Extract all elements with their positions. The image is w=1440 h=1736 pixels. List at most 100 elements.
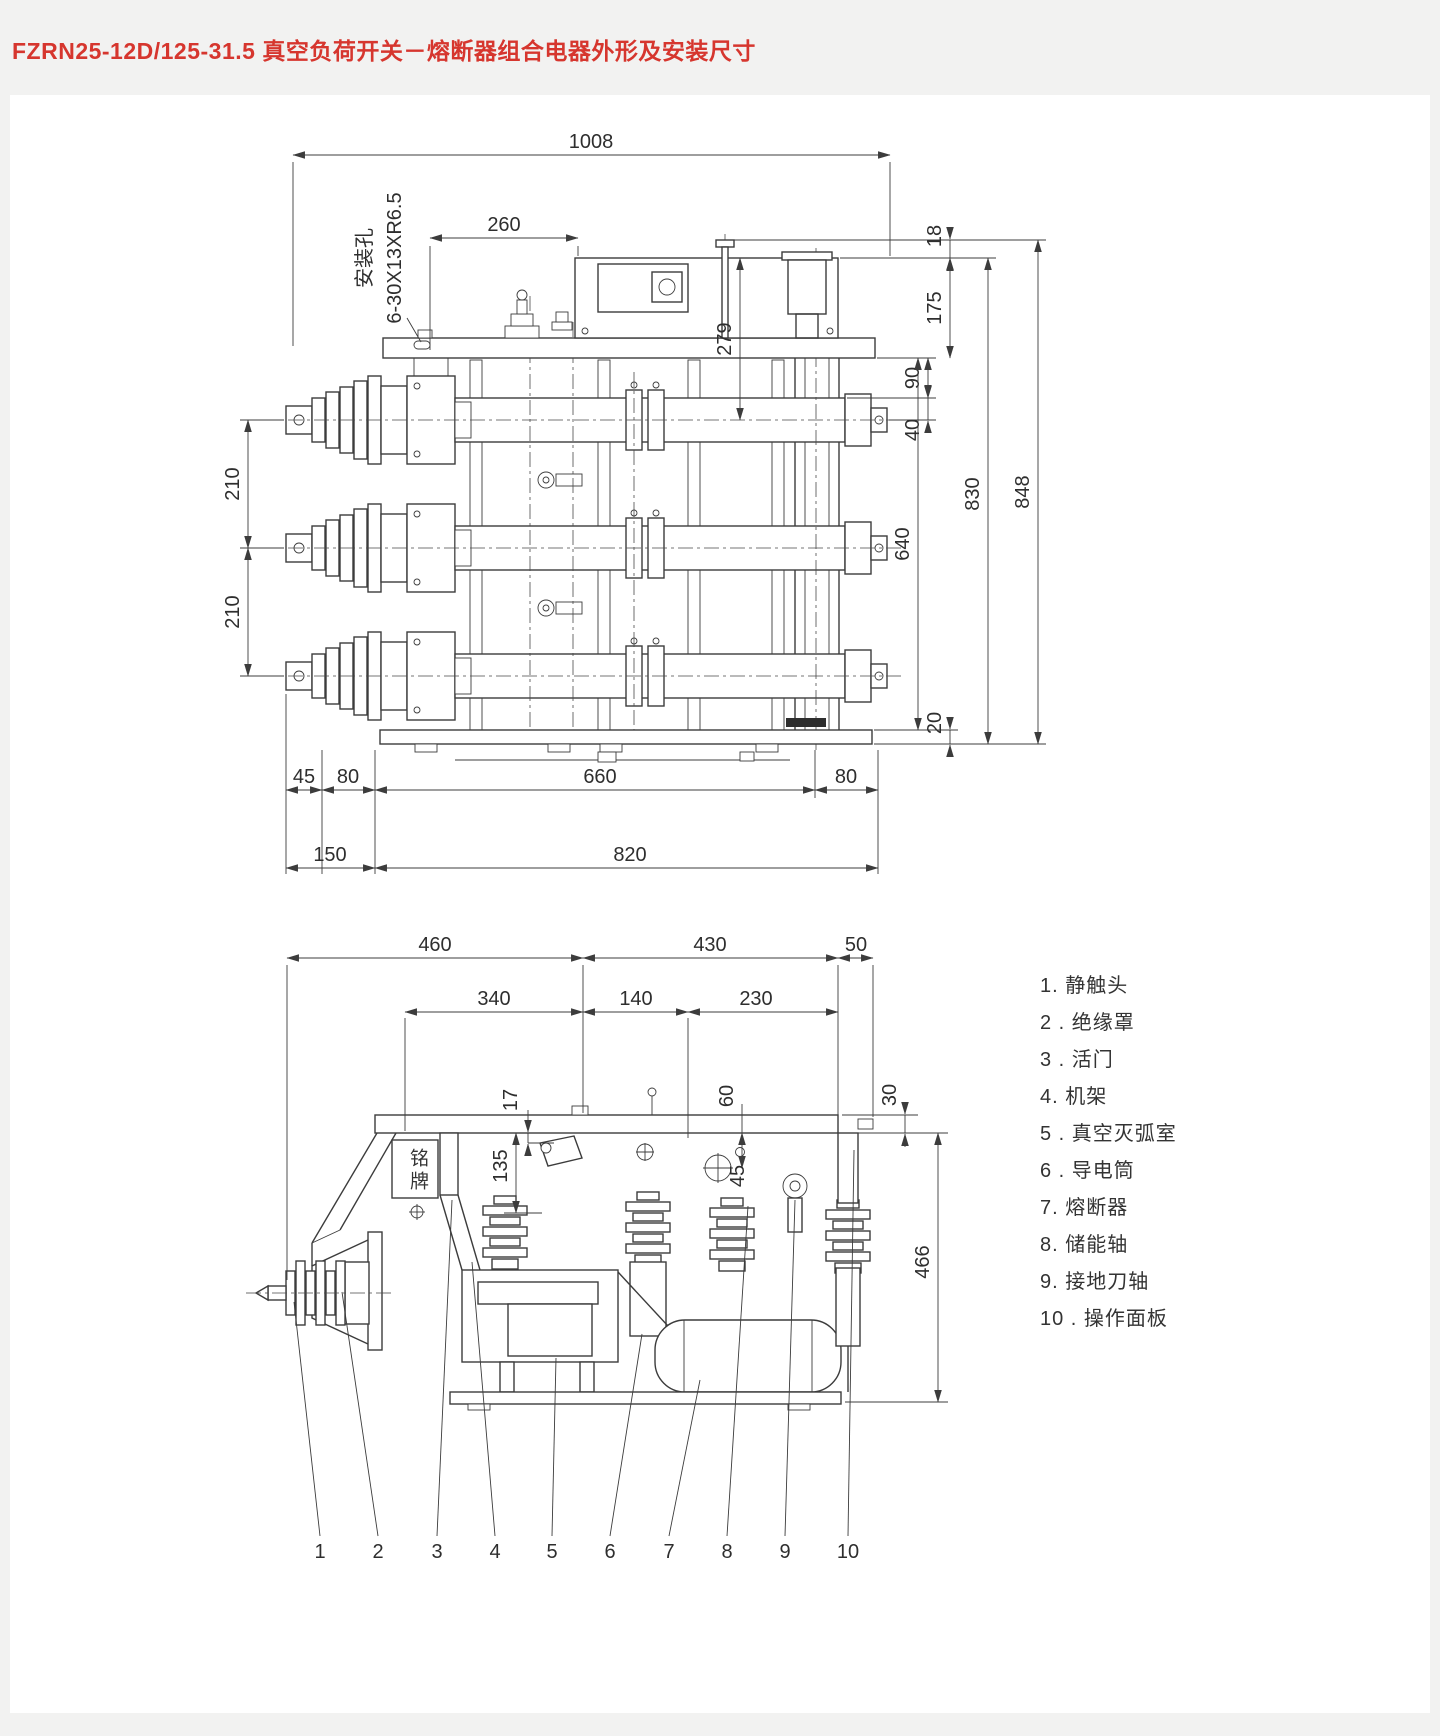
dim-50: 50 — [837, 934, 874, 962]
dim-660: 660 — [374, 766, 816, 794]
operation-panel-plate — [374, 1114, 839, 1134]
dim-17: 17 — [500, 1089, 554, 1156]
dim-label: 230 — [739, 988, 772, 1010]
dim-label: 260 — [487, 214, 520, 236]
base-plate — [449, 1391, 842, 1411]
bushing-assembly — [246, 1231, 392, 1351]
parts-list-item: 4. 机架 — [1040, 1086, 1108, 1108]
frame-members — [439, 1132, 583, 1271]
energy-storage-shaft — [636, 1143, 654, 1161]
dim-80-right: 80 — [814, 766, 879, 794]
parts-list-item: 8. 储能轴 — [1040, 1234, 1129, 1256]
nameplate-box — [391, 1139, 439, 1199]
dim-label: 430 — [693, 934, 726, 956]
conductive-tube — [629, 1261, 667, 1337]
shutter-cover — [311, 1132, 397, 1266]
dim-label: 45 — [293, 766, 315, 788]
dim-640: 640 — [892, 357, 922, 731]
dim-466: 466 — [842, 1132, 948, 1403]
side-view-dimensions: 460 430 50 340 140 230 17 — [286, 934, 948, 1403]
sheet-background — [10, 95, 1430, 1713]
parts-list-item: 2 . 绝缘罩 — [1040, 1012, 1135, 1034]
dim-dia45: 45 — [727, 1147, 749, 1187]
dim-label: 210 — [222, 467, 244, 500]
parts-list-item: 5 . 真空灭弧室 — [1040, 1123, 1177, 1145]
dim-label: 175 — [924, 291, 946, 324]
dim-140: 140 — [582, 988, 689, 1016]
fuse-cylinder — [654, 1319, 842, 1393]
dim-279: 279 — [714, 257, 744, 421]
top-mounting-plate — [382, 289, 876, 376]
dim-label: 210 — [222, 595, 244, 628]
part-callouts: 1 2 3 4 5 6 7 8 9 10 — [293, 1149, 859, 1563]
dim-label: 18 — [924, 225, 946, 247]
dim-label: 90 — [902, 367, 924, 389]
side-view — [246, 1087, 874, 1411]
dim-label: 30 — [879, 1084, 901, 1106]
callout-number: 7 — [663, 1541, 674, 1563]
dim-label: 150 — [313, 844, 346, 866]
dim-label: 820 — [613, 844, 646, 866]
vacuum-interrupter — [461, 1269, 619, 1393]
mounting-hole-callout: 安装孔 6-30X13XR6.5 — [353, 192, 422, 343]
callout-number: 8 — [721, 1541, 732, 1563]
dim-260: 260 — [429, 214, 579, 350]
dim-label: 340 — [477, 988, 510, 1010]
front-view — [261, 234, 903, 763]
diameter-symbol — [735, 1147, 745, 1157]
dim-430: 430 — [582, 934, 839, 962]
dim-label: 830 — [962, 477, 984, 510]
parts-list-item: 9. 接地刀轴 — [1040, 1271, 1150, 1293]
dim-80-left: 80 — [321, 766, 376, 794]
mounting-hole-spec: 6-30X13XR6.5 — [384, 192, 406, 323]
parts-list-item: 1. 静触头 — [1040, 975, 1129, 997]
bottom-plate — [379, 718, 873, 763]
shaft-hole-45 — [703, 1153, 733, 1183]
dim-label: 80 — [835, 766, 857, 788]
callout-number: 2 — [372, 1541, 383, 1563]
dim-label: 20 — [924, 712, 946, 734]
dim-label: 135 — [490, 1149, 512, 1182]
dim-1008: 1008 — [292, 131, 891, 346]
dim-20: 20 — [924, 712, 954, 757]
dim-210-lower: 210 — [222, 547, 252, 677]
callout-number: 9 — [779, 1541, 790, 1563]
dim-230: 230 — [687, 988, 839, 1016]
dim-150: 150 — [285, 844, 376, 872]
dim-210-upper: 210 — [222, 419, 252, 549]
callout-number: 1 — [314, 1541, 325, 1563]
callout-number: 4 — [489, 1541, 500, 1563]
parts-list-item: 10 . 操作面板 — [1040, 1308, 1168, 1330]
dim-830: 830 — [962, 257, 992, 745]
dim-label: 466 — [912, 1245, 934, 1278]
parts-list-item: 7. 熔断器 — [1040, 1197, 1129, 1219]
parts-list-item: 3 . 活门 — [1040, 1049, 1114, 1071]
nameplate-text: 铭牌 — [407, 1148, 428, 1194]
dim-label: 80 — [337, 766, 359, 788]
callout-number: 6 — [604, 1541, 615, 1563]
dim-label: 45 — [727, 1165, 749, 1187]
dim-label: 50 — [845, 934, 867, 956]
dim-label: 279 — [714, 322, 736, 355]
dim-848: 848 — [1012, 239, 1042, 745]
dim-label: 660 — [583, 766, 616, 788]
front-view-dimensions: 1008 260 安装孔 6-30X13XR6.5 18 — [222, 131, 1046, 874]
dim-60: 60 — [716, 1085, 746, 1169]
dim-45: 45 — [285, 766, 323, 794]
callout-number: 5 — [546, 1541, 557, 1563]
center-mark — [409, 1204, 425, 1220]
callout-number: 10 — [837, 1541, 859, 1563]
dim-175: 175 — [924, 257, 954, 359]
parts-list: 1. 静触头 2 . 绝缘罩 3 . 活门 4. 机架 5 . 真空灭弧室 6 … — [1040, 968, 1177, 1338]
dim-820: 820 — [374, 844, 879, 872]
interpole-linkage — [537, 471, 583, 489]
callout-number: 3 — [431, 1541, 442, 1563]
dim-460: 460 — [286, 934, 584, 962]
dim-340: 340 — [404, 988, 584, 1016]
dim-label: 60 — [716, 1085, 738, 1107]
dim-label: 40 — [902, 419, 924, 441]
page-title: FZRN25-12D/125-31.5 真空负荷开关－熔断器组合电器外形及安装尺… — [12, 38, 756, 64]
dim-label: 1008 — [569, 131, 614, 153]
